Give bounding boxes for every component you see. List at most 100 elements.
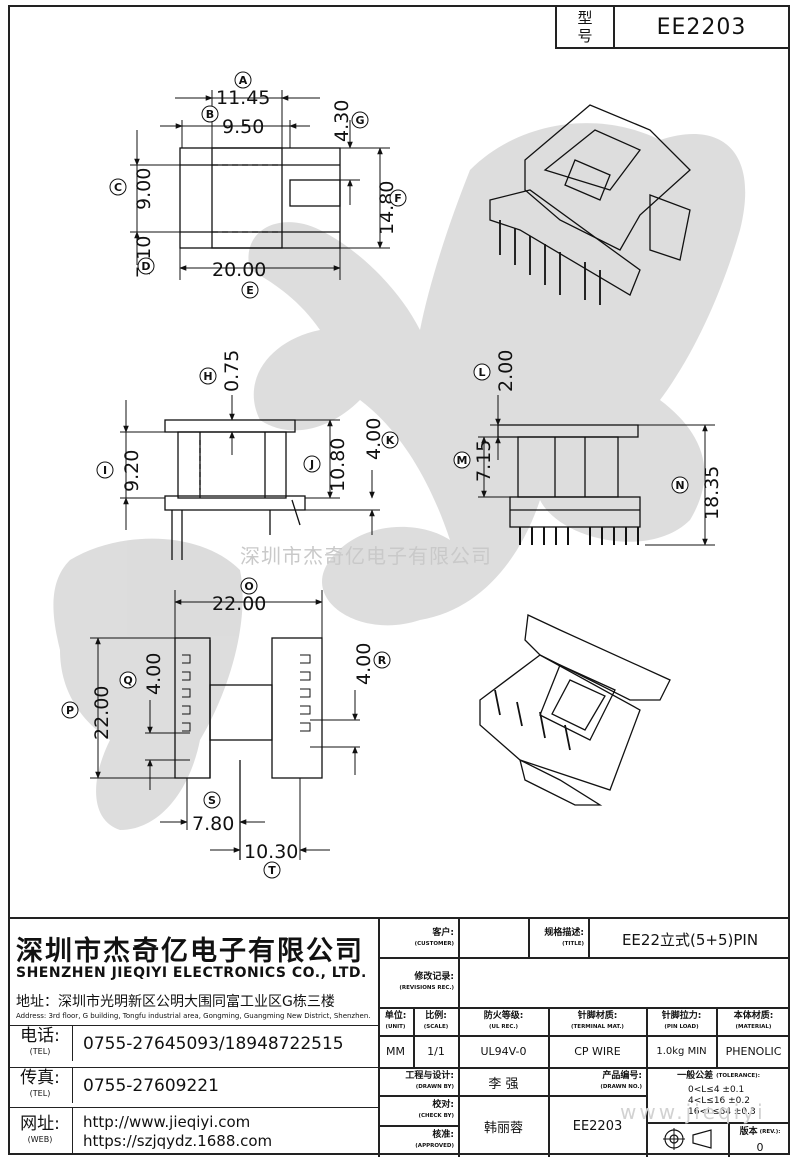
svg-text:M: M — [457, 454, 468, 467]
dim-m-value: 7.15 — [473, 440, 495, 482]
dim-h-value: 0.75 — [221, 350, 243, 392]
dim-q-value: 4.00 — [143, 653, 165, 695]
drawnno-value: EE2203 — [572, 1118, 623, 1134]
tel-row: 电话:(TEL) 0755-27645093/18948722515 — [8, 1025, 378, 1061]
title-value: EE22立式(5+5)PIN — [621, 930, 759, 949]
watermark-bottom-text: www.jieqiyi — [620, 1100, 766, 1124]
dim-b-value: 9.50 — [222, 116, 264, 138]
drawn-label: 工程与设计:(DRAWN BY) — [405, 1071, 454, 1090]
tolerance-row-1: 0<L≤4 ±0.1 — [688, 1085, 745, 1095]
model-box: 型 号 EE2203 — [555, 5, 790, 49]
label-s: S — [203, 791, 221, 809]
dim-t-value: 10.30 — [244, 841, 298, 863]
dim-g-value: 4.30 — [331, 100, 353, 142]
svg-text:B: B — [206, 108, 214, 121]
svg-text:F: F — [394, 192, 402, 205]
terminal-value: CP WIRE — [574, 1045, 621, 1058]
label-f: F — [389, 189, 407, 207]
model-label-1: 型 — [577, 9, 593, 27]
svg-text:C: C — [114, 181, 122, 194]
svg-text:T: T — [268, 864, 276, 877]
customer-label: 客户:(CUSTOMER) — [414, 928, 454, 947]
watermark-logo — [53, 123, 746, 830]
isometric-view-bottom — [479, 614, 671, 806]
svg-text:K: K — [386, 434, 395, 447]
isometric-view-top — [489, 104, 691, 305]
bottom-view-dimensions — [90, 590, 360, 860]
title-label: 规格描述:(TITLE) — [544, 928, 584, 947]
side-view — [497, 424, 641, 545]
tolerance-row-2: 4<L≤16 ±0.2 — [688, 1096, 750, 1106]
watermark-text: 深圳市杰奇亿电子有限公司 — [240, 544, 492, 568]
model-value: EE2203 — [656, 14, 747, 40]
svg-text:S: S — [208, 794, 216, 807]
revisions-label: 修改记录:(REVISIONS REC.) — [399, 972, 454, 991]
dim-l-value: 2.00 — [495, 350, 517, 392]
dim-f-value: 14.80 — [376, 181, 398, 235]
terminal-label: 针脚材质:(TERMINAL MAT.) — [571, 1010, 624, 1030]
label-l: L — [473, 363, 491, 381]
scale-value: 1/1 — [427, 1045, 445, 1058]
label-a: A — [234, 71, 252, 89]
label-m: M — [453, 451, 471, 469]
svg-text:H: H — [203, 370, 212, 383]
dim-o-value: 22.00 — [212, 593, 266, 615]
pinload-value: 1.0kg MIN — [656, 1046, 707, 1057]
ulrec-value: UL94V-0 — [480, 1045, 527, 1058]
rev-value: 0 — [756, 1141, 764, 1154]
web-link-1[interactable]: http://www.jieqiyi.com — [83, 1112, 251, 1131]
ulrec-label: 防火等级:(UL REC.) — [483, 1010, 524, 1030]
tolerance-label: 一般公差(TOLERANCE): — [677, 1070, 760, 1081]
unit-label: 单位:(UNIT) — [384, 1010, 407, 1030]
drawn-value: 李 强 — [488, 1076, 519, 1092]
unit-value: MM — [386, 1045, 405, 1058]
web-row: 网址:(WEB) http://www.jieqiyi.com https://… — [8, 1107, 378, 1155]
title-block: 深圳市杰奇亿电子有限公司 SHENZHEN JIEQIYI ELECTRONIC… — [8, 917, 790, 1157]
dim-r-value: 4.00 — [353, 643, 375, 685]
scale-label: 比例:(SCALE) — [423, 1010, 449, 1030]
label-g: G — [351, 111, 369, 129]
svg-text:P: P — [66, 704, 74, 717]
material-label: 本体材质:(MATERIAL) — [733, 1010, 774, 1030]
fax-value: 0755-27609221 — [83, 1075, 219, 1096]
label-i: I — [96, 461, 114, 479]
label-q: Q — [119, 671, 137, 689]
label-d: D — [137, 257, 155, 275]
web-link-2[interactable]: https://szjqydz.1688.com — [83, 1131, 273, 1150]
label-t: T — [263, 861, 281, 879]
label-j: J — [303, 455, 321, 473]
company-address-cn: 地址：深圳市光明新区公明大围同富工业区G栋三楼 — [16, 994, 335, 1010]
label-o: O — [240, 577, 258, 595]
technical-drawing: 11.45 9.50 9.00 7.10 20.00 14.80 4.30 0.… — [53, 71, 746, 879]
check-label: 校对:(CHECK BY) — [418, 1100, 454, 1119]
tolerance-row-3: 16<L≤64 ±0.3 — [688, 1107, 756, 1117]
pinload-label: 针脚拉力:(PIN LOAD) — [661, 1010, 702, 1030]
dim-j-value: 10.80 — [327, 438, 349, 492]
check-value: 韩丽蓉 — [483, 1120, 523, 1136]
svg-text:A: A — [239, 74, 248, 87]
label-r: R — [373, 651, 391, 669]
drawnno-label: 产品编号:(DRAWN NO.) — [600, 1071, 642, 1090]
svg-text:O: O — [244, 580, 253, 593]
svg-text:D: D — [141, 260, 150, 273]
label-e: E — [241, 281, 259, 299]
drawing-frame — [8, 5, 790, 1155]
label-n: N — [671, 476, 689, 494]
front-view-dimensions — [120, 395, 380, 535]
dim-s-value: 7.80 — [192, 813, 234, 835]
dim-p-value: 22.00 — [91, 686, 113, 740]
tel-label: 电话:(TEL) — [8, 1026, 73, 1061]
company-name-en: SHENZHEN JIEQIYI ELECTRONICS CO., LTD. — [16, 965, 367, 981]
dim-c-value: 9.00 — [133, 168, 155, 210]
svg-text:L: L — [478, 366, 485, 379]
dim-i-value: 9.20 — [121, 450, 143, 492]
top-view — [179, 147, 341, 249]
svg-text:E: E — [246, 284, 254, 297]
dim-a-value: 11.45 — [216, 87, 270, 109]
rev-label: 版本(REV.): — [739, 1126, 781, 1137]
web-label: 网址:(WEB) — [8, 1108, 73, 1155]
bottom-view — [174, 637, 323, 860]
label-c: C — [109, 178, 127, 196]
fax-label: 传真:(TEL) — [8, 1068, 73, 1103]
tel-value: 0755-27645093/18948722515 — [83, 1033, 344, 1054]
